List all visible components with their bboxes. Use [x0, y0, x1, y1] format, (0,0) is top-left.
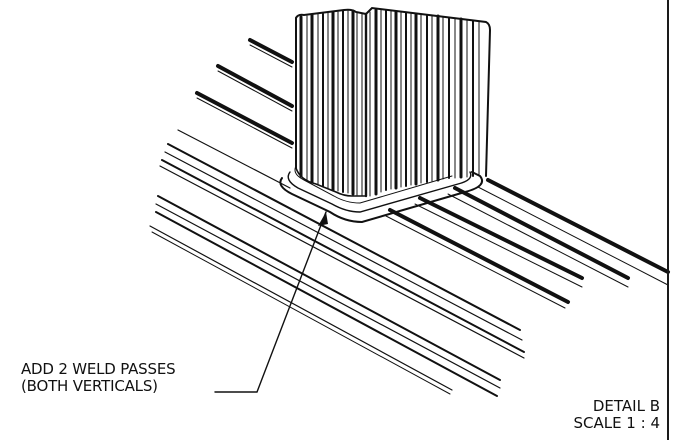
callout-leader — [214, 211, 328, 393]
beam-edges — [149, 129, 525, 397]
detail-label: DETAIL B SCALE 1 : 4 — [520, 398, 660, 432]
weld-fillet — [279, 165, 484, 224]
weld-callout-note: ADD 2 WELD PASSES (BOTH VERTICALS) — [21, 360, 176, 395]
detail-title: DETAIL B — [592, 397, 660, 415]
detail-scale: SCALE 1 : 4 — [573, 414, 660, 432]
sheet-border — [667, 0, 669, 440]
callout-line-1: ADD 2 WELD PASSES — [21, 360, 176, 378]
front-rails — [385, 178, 670, 309]
rear-rails — [195, 38, 294, 149]
callout-line-2: (BOTH VERTICALS) — [21, 377, 158, 395]
vertical-post — [295, 6, 492, 198]
